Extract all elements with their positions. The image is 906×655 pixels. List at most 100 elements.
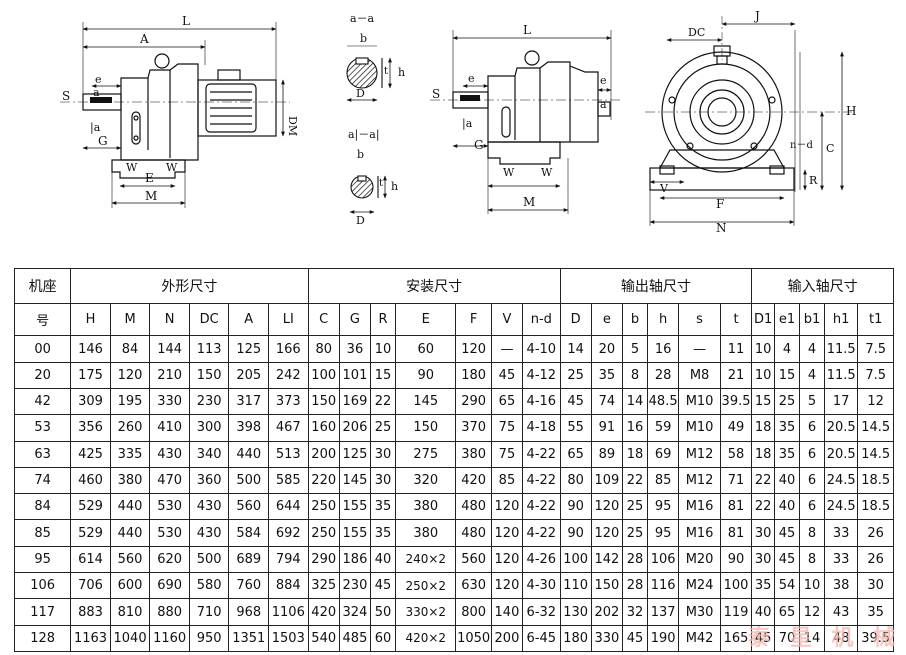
section-a1-drawing (349, 175, 387, 214)
table-cell: 33 (824, 545, 859, 574)
table-cell: 4-10 (522, 335, 561, 363)
label-a: a (93, 86, 100, 99)
engineering-drawings: L A S e a |a G W W E M DM a－a b t h D a|… (60, 9, 856, 235)
table-cell: 49 (719, 414, 753, 442)
table-cell: 5 (799, 387, 826, 416)
table-cell: 320 (395, 466, 457, 495)
label-W1: W (126, 161, 138, 174)
label-W2-2: W (541, 166, 553, 179)
table-cell: 39.5 (719, 387, 753, 416)
table-cell: 584 (228, 519, 270, 547)
table-cell: 398 (228, 414, 270, 442)
table-cell: M8 (678, 361, 721, 389)
table-cell: 317 (228, 387, 270, 416)
table-cell: 150 (307, 387, 340, 416)
table-cell: 18 (751, 414, 776, 442)
table-cell: 1503 (268, 624, 309, 653)
group-header: 机座 (13, 268, 72, 304)
table-cell: 137 (647, 598, 680, 626)
table-cell: 250 (307, 519, 340, 547)
table-cell: 120 (490, 519, 524, 547)
group-header-row: 机座外形尺寸安装尺寸输出轴尺寸输入轴尺寸 (13, 268, 894, 304)
column-header: G (338, 302, 372, 337)
table-cell: 7.5 (857, 361, 894, 389)
table-cell: 17 (824, 387, 859, 416)
table-cell: 16 (647, 335, 680, 363)
table-cell: 1040 (109, 624, 151, 653)
table-cell: 55 (559, 414, 592, 442)
table-cell: 45 (751, 624, 776, 653)
table-cell: 35 (774, 414, 801, 442)
table-cell: 340 (188, 440, 230, 468)
table-cell: 25 (774, 387, 801, 416)
table-cell: 54 (774, 572, 801, 600)
table-cell: 145 (395, 387, 457, 416)
table-cell: 25 (622, 493, 649, 521)
label-W2: W (166, 161, 178, 174)
table-cell: 10 (751, 335, 776, 363)
table-cell: 20.5 (824, 440, 859, 468)
table-cell: 26 (857, 545, 894, 574)
table-cell: 6 (799, 466, 826, 495)
table-cell: 8 (622, 361, 649, 389)
column-header: M (109, 302, 151, 337)
table-cell: M10 (678, 414, 721, 442)
table-cell: 373 (268, 387, 309, 416)
table-cell: 1050 (455, 624, 492, 653)
table-cell: 810 (109, 598, 151, 626)
table-cell: 330 (590, 624, 624, 653)
table-cell: 202 (590, 598, 624, 626)
table-cell: 120 (590, 519, 624, 547)
table-cell: 24.5 (824, 466, 859, 495)
column-header: 号 (13, 302, 72, 337)
table-cell: 710 (188, 598, 230, 626)
table-cell: 5 (622, 335, 649, 363)
table-cell: 40 (370, 545, 397, 574)
table-cell: 290 (307, 545, 340, 574)
table-cell: 85 (13, 519, 72, 547)
table-cell: 440 (109, 519, 151, 547)
table-cell: 106 (647, 545, 680, 574)
table-cell: 425 (70, 440, 111, 468)
table-cell: 380 (395, 519, 457, 547)
table-cell: 430 (188, 493, 230, 521)
table-cell: 230 (188, 387, 230, 416)
table-cell: 530 (149, 493, 190, 521)
column-header: h1 (824, 302, 859, 337)
column-header: LI (268, 302, 309, 337)
table-cell: 22 (622, 466, 649, 495)
table-cell: 630 (455, 572, 492, 600)
table-cell: 39.5 (857, 624, 894, 653)
table-cell: 18.5 (857, 466, 894, 495)
table-cell: 65 (559, 440, 592, 468)
table-cell: M12 (678, 440, 721, 468)
table-cell: 689 (228, 545, 270, 574)
column-header: n-d (522, 302, 561, 337)
table-cell: 240×2 (395, 545, 457, 574)
table-cell: 4-22 (522, 519, 561, 547)
column-header: b1 (799, 302, 826, 337)
table-cell: 6 (799, 493, 826, 521)
table-cell: 142 (590, 545, 624, 574)
table-cell: 275 (395, 440, 457, 468)
table-cell: 4-22 (522, 440, 561, 468)
table-cell: 120 (590, 493, 624, 521)
table-cell: 89 (590, 440, 624, 468)
column-header: D (559, 302, 592, 337)
table-cell: 15 (370, 361, 397, 389)
table-cell: 117 (13, 598, 72, 626)
table-cell: 30 (857, 572, 894, 600)
table-cell: 620 (149, 545, 190, 574)
table-cell: 35 (590, 361, 624, 389)
table-cell: 65 (490, 387, 524, 416)
table-cell: 540 (307, 624, 340, 653)
table-cell: 109 (590, 466, 624, 495)
table-cell: 420 (307, 598, 340, 626)
table-cell: 45 (370, 572, 397, 600)
table-cell: 144 (149, 335, 190, 363)
table-cell: 25 (559, 361, 592, 389)
table-cell: 91 (590, 414, 624, 442)
